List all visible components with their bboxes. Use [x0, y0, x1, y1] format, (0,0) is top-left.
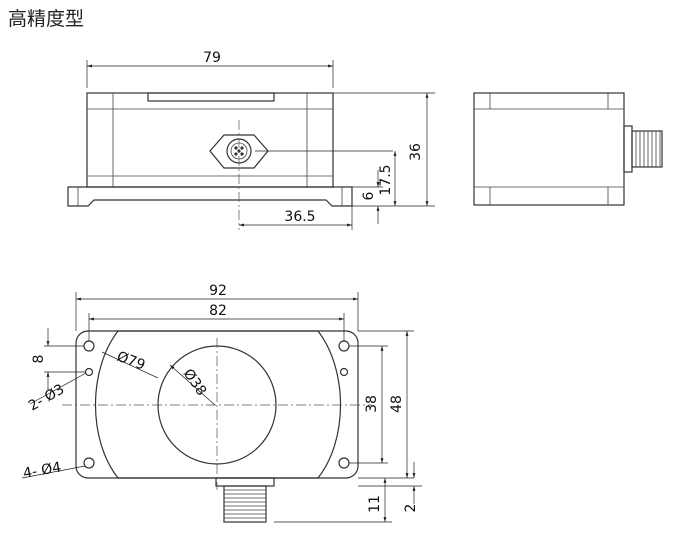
mount-hole — [338, 457, 350, 469]
front-dimensions: 79 36 17.5 6 36.5 — [86, 50, 435, 230]
dim-top-height: 48 — [389, 395, 405, 413]
connector-pin — [234, 146, 238, 150]
dim-hole-spacing: 38 — [364, 395, 380, 413]
connector-pin — [240, 152, 244, 156]
side-connector-nut — [623, 125, 633, 173]
leader-mount-holes — [21, 465, 86, 479]
dim-small-holes: 2- Ø3 — [26, 381, 67, 414]
side-thread-lines — [635, 131, 661, 167]
front-base-flange — [67, 186, 353, 207]
dim-edge-gap: 2 — [403, 504, 419, 513]
top-thread-lines — [224, 489, 266, 519]
leader-window-dia — [169, 364, 216, 406]
side-body-outline — [473, 92, 625, 206]
top-view — [62, 330, 372, 523]
top-connector-nut — [215, 477, 275, 487]
mount-hole — [338, 340, 350, 352]
dim-connector-offset: 36.5 — [284, 209, 315, 225]
side-view — [473, 92, 663, 206]
dim-connector-len: 11 — [367, 495, 383, 513]
top-connector — [223, 485, 267, 523]
dim-front-width: 79 — [203, 50, 221, 66]
leader-small-holes — [29, 372, 87, 405]
front-body-outline — [86, 92, 334, 188]
small-hole — [84, 367, 94, 377]
front-view — [67, 92, 393, 230]
connector-pin — [240, 146, 244, 150]
dim-base-height: 6 — [361, 191, 377, 200]
dim-top-width-holes: 82 — [209, 303, 227, 319]
mount-hole — [83, 457, 95, 469]
dim-window-dia: Ø38 — [180, 366, 210, 399]
dim-top-width-outer: 92 — [209, 283, 227, 299]
top-body-outline — [95, 330, 341, 479]
front-lid-recess — [147, 92, 275, 102]
top-dimensions: 92 82 8 Ø79 Ø38 2- Ø3 4- Ø4 38 48 11 2 — [21, 283, 422, 523]
small-hole — [339, 367, 349, 377]
dim-front-height: 36 — [408, 143, 424, 161]
dim-hole-offset: 8 — [31, 355, 47, 364]
leader-circle-dia — [101, 351, 159, 379]
dim-connector-height: 17.5 — [378, 164, 394, 195]
side-connector-thread — [631, 130, 663, 168]
diagram-title: 高精度型 — [8, 8, 85, 30]
mount-hole — [83, 340, 95, 352]
connector-pin — [234, 152, 238, 156]
connector-hex-nut — [209, 134, 269, 169]
dim-circle-dia: Ø79 — [115, 349, 148, 374]
dim-mount-holes: 4- Ø4 — [22, 460, 63, 482]
